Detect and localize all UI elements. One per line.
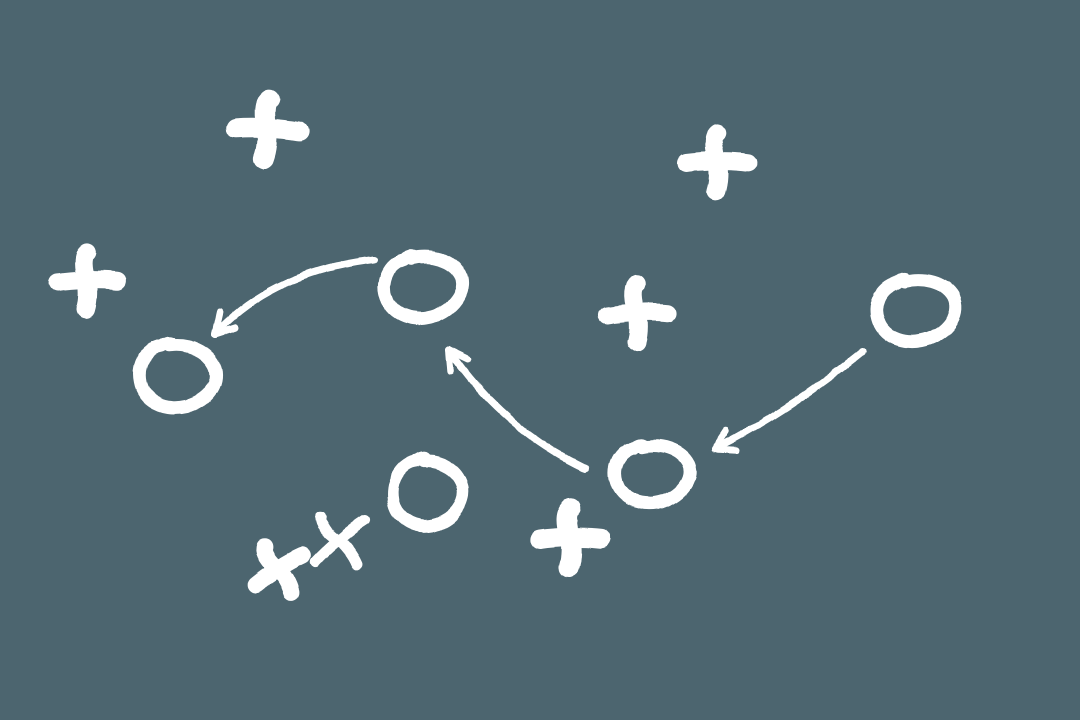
arrow-bottom-circle-to-top-circle	[444, 345, 589, 472]
cross-bottom-left-thick	[247, 538, 311, 601]
arrow-top-circle-to-left-circle	[211, 256, 378, 338]
cross-bottom-center	[529, 498, 612, 578]
circle-bottom-center	[608, 437, 697, 510]
cross-bottom-left-thin	[310, 511, 371, 571]
ink-layer	[48, 89, 963, 601]
arrow-right-circle-to-bottom-circle	[710, 348, 866, 454]
cross-mid-left	[48, 243, 127, 319]
cross-center	[597, 274, 678, 352]
cross-top-right	[677, 123, 758, 201]
circle-mid-left	[133, 336, 223, 415]
circle-top-center	[378, 249, 469, 325]
cross-top-left	[226, 89, 309, 169]
circle-right	[870, 272, 963, 348]
circle-bottom-left	[387, 451, 469, 533]
